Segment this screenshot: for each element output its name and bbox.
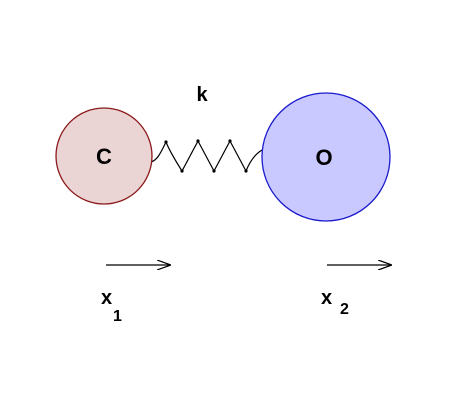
oxygen-atom	[261, 92, 391, 222]
carbon-atom	[55, 107, 153, 205]
spring	[150, 139, 263, 173]
displacement-left-symbol: x	[101, 287, 112, 309]
spring-knot	[228, 139, 232, 143]
spring-knot	[212, 169, 216, 173]
displacement-right-subscript: 2	[340, 301, 349, 318]
displacement-left-subscript: 1	[113, 308, 122, 325]
oxygen-atom-label: O	[315, 145, 332, 170]
spring-constant-label: k	[196, 84, 208, 106]
spring-knots	[164, 139, 248, 173]
spring-knot	[164, 140, 168, 144]
displacement-right-symbol: x	[321, 287, 332, 309]
spring-knot	[196, 139, 200, 143]
carbon-atom-label: C	[96, 144, 112, 169]
spring-knot	[244, 169, 248, 173]
spring-knot	[180, 169, 184, 173]
